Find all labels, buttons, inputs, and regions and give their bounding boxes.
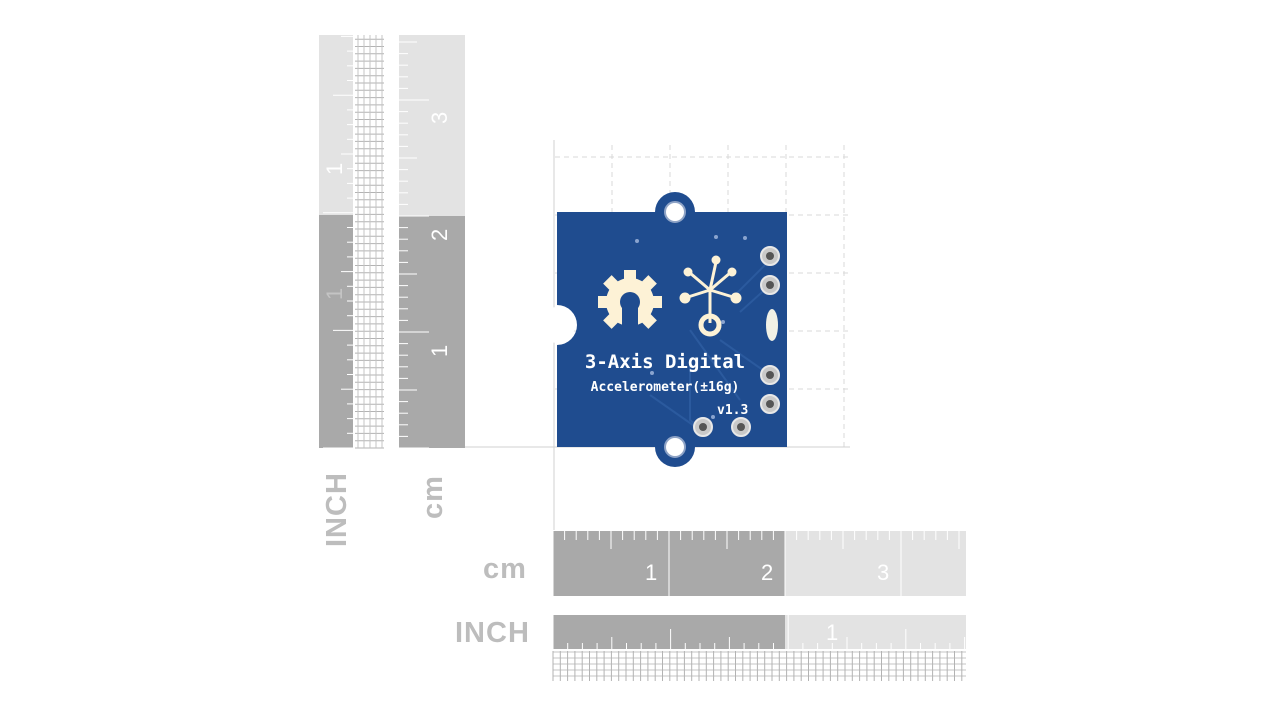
mounting-hole-top: [664, 201, 686, 223]
bottom-cm-label: cm: [483, 553, 527, 585]
mounting-hole-left: [539, 307, 575, 343]
left-cm-ruler: [399, 35, 465, 449]
open-hardware-gear-icon: [598, 270, 662, 334]
pin-headers: [693, 246, 780, 437]
board-title-line2: Accelerometer(±16g): [591, 380, 740, 395]
bottom-cm-number-1: 1: [645, 560, 659, 585]
bottom-inch-label: INCH: [455, 617, 530, 649]
bottom-cm-ruler: [552, 531, 966, 596]
bottom-cm-number-3: 3: [877, 560, 891, 585]
grove-node-icon: [679, 255, 742, 337]
left-cm-number-3: 3: [427, 110, 452, 124]
left-cm-number-2: 2: [427, 227, 452, 241]
mounting-hole-bottom: [664, 436, 686, 458]
board-title-line1: 3-Axis Digital: [585, 351, 745, 373]
bottom-inch-number-1: 1: [826, 620, 840, 645]
left-cm-label: cm: [417, 475, 449, 519]
left-inch-number-lower: 1: [322, 286, 347, 300]
white-side-component: [766, 309, 778, 341]
pcb-vias: [635, 235, 747, 419]
board-version: v1.3: [717, 403, 748, 418]
left-inch-ruler: [319, 35, 385, 449]
left-inch-label: INCH: [321, 472, 353, 547]
left-inch-number-upper: 1: [322, 161, 347, 175]
bottom-inch-ruler: [552, 615, 966, 681]
left-cm-number-1: 1: [427, 343, 452, 357]
grove-accelerometer-board: 3-Axis Digital Accelerometer(±16g) v1.3: [539, 192, 787, 467]
bottom-cm-number-2: 2: [761, 560, 775, 585]
